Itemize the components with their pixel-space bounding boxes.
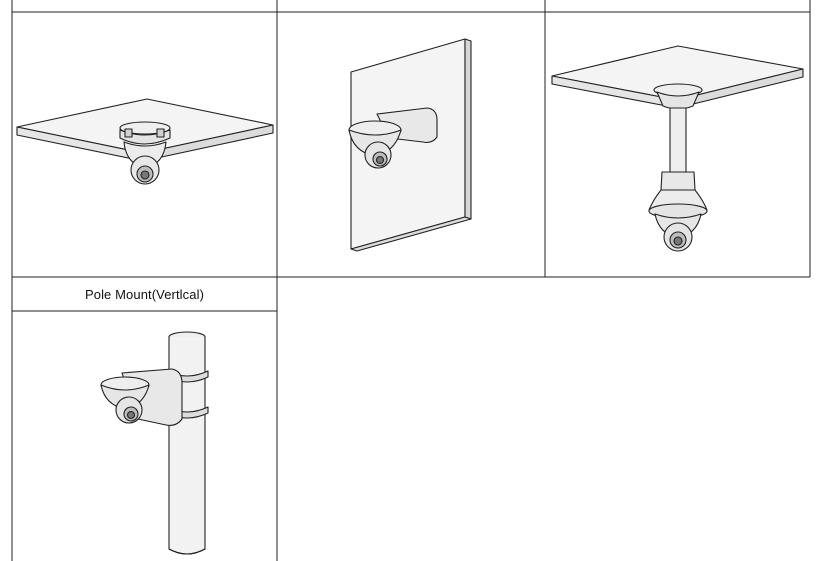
pole-mount-cell [12, 311, 277, 561]
ceiling-mount-cell [12, 12, 277, 277]
pole-mount-caption: Pole Mount(Vertlcal) [84, 286, 205, 302]
pendant-mount-cell [545, 12, 810, 277]
wall-mount-cell [277, 12, 545, 277]
pendant-mount-illustration-icon [551, 45, 804, 252]
ceiling-mount-illustration-icon [16, 98, 274, 185]
wall-mount-illustration-icon [348, 38, 472, 252]
pole-mount-illustration-icon [100, 331, 209, 555]
